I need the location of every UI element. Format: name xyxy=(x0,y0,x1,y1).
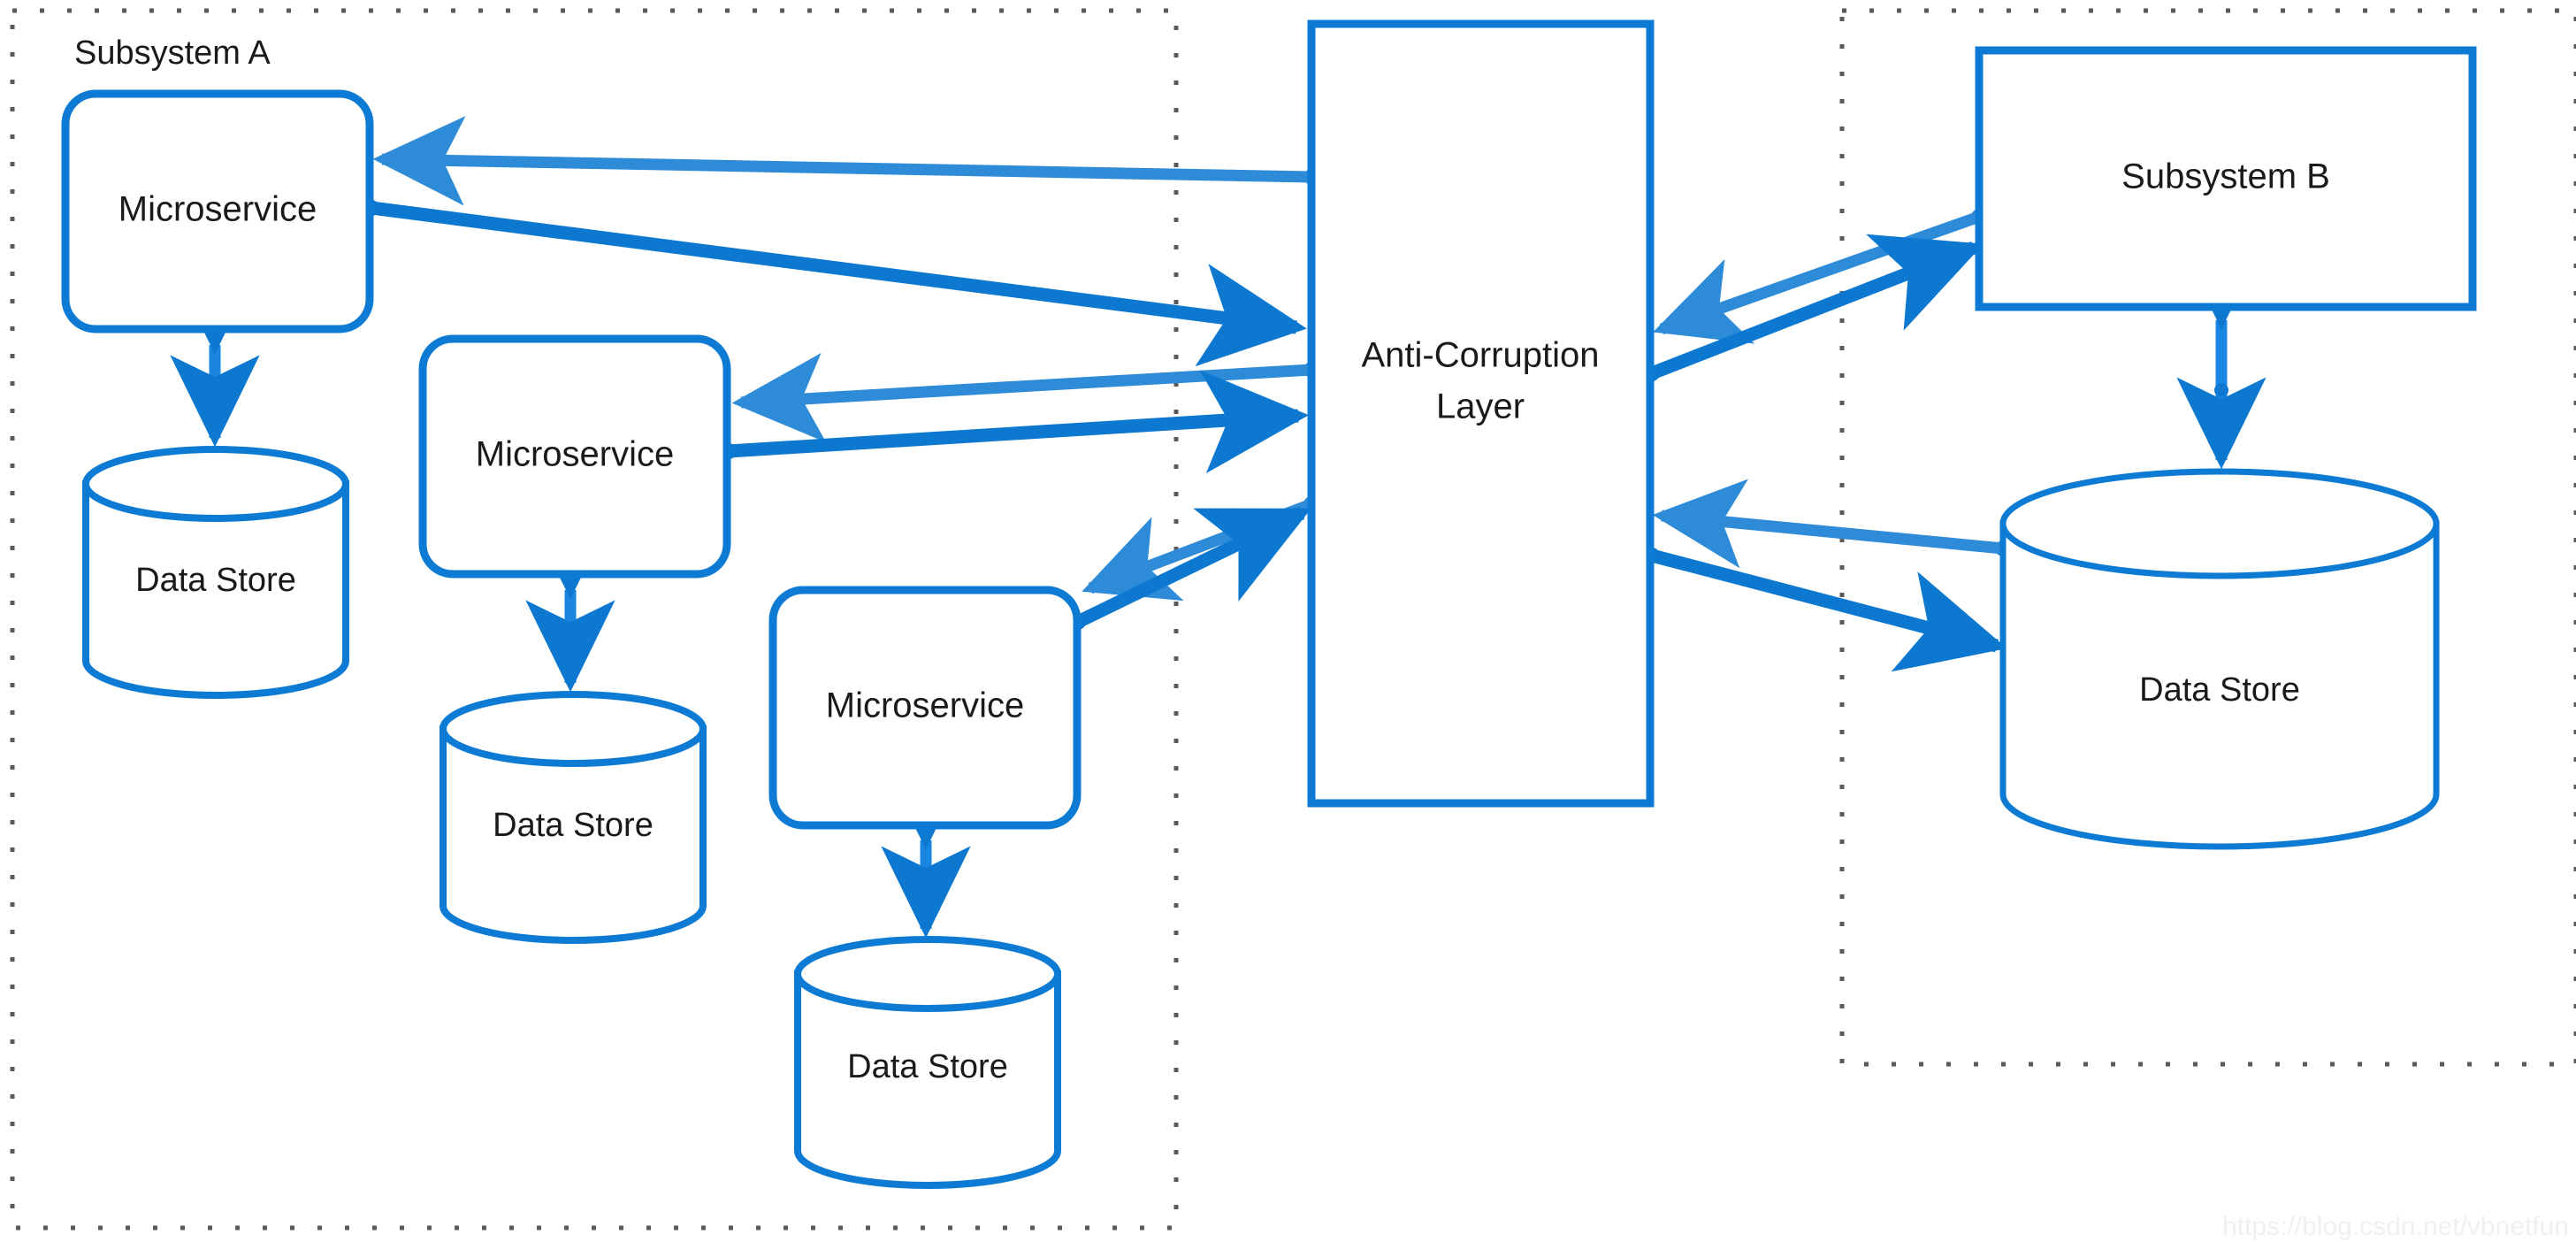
edge-subb-ds4-midpoint-dot xyxy=(2214,383,2228,397)
edge-acl-to-microservice-2[interactable] xyxy=(731,353,1319,443)
anti-corruption-layer-label-line2: Layer xyxy=(1436,387,1525,426)
edge-ms2-ds2-midpoint-dot xyxy=(563,629,577,643)
microservice-3-label: Microservice xyxy=(826,686,1024,725)
edge-acl-to-subb-line[interactable] xyxy=(1649,234,1984,380)
data-store-1-top-ellipse xyxy=(82,446,349,522)
edge-data-store-4-to-acl[interactable] xyxy=(1652,479,2011,569)
microservice-2-shape[interactable] xyxy=(418,334,731,579)
node-data-store-2[interactable]: Data Store xyxy=(440,691,707,944)
edge-microservice-2-data-store-2[interactable] xyxy=(525,507,615,693)
node-microservice-3[interactable]: Microservice xyxy=(768,586,1082,830)
data-store-4-body[interactable] xyxy=(1999,520,2440,850)
edge-ms1-to-acl-line[interactable] xyxy=(371,201,1307,367)
anti-corruption-layer-shape[interactable] xyxy=(1307,19,1655,808)
subsystem-a-boundary: Subsystem A xyxy=(10,8,1179,1230)
edge-acl-to-microservice-3[interactable] xyxy=(1082,496,1319,602)
data-store-1-body[interactable] xyxy=(82,480,349,699)
subsystem-b-shape[interactable] xyxy=(1975,46,2477,311)
data-store-4-top-ellipse xyxy=(1999,468,2440,579)
node-data-store-1[interactable]: Data Store xyxy=(82,446,349,699)
edge-subsystem-b-data-store-4[interactable] xyxy=(2176,237,2266,470)
edge-microservice-3-to-acl[interactable] xyxy=(1070,507,1311,630)
node-anti-corruption-layer[interactable]: Anti-Corruption Layer xyxy=(1307,19,1655,808)
data-store-2-label: Data Store xyxy=(493,807,654,844)
node-data-store-3[interactable]: Data Store xyxy=(794,936,1061,1189)
subsystem-a-label: Subsystem A xyxy=(74,34,271,72)
node-microservice-2[interactable]: Microservice xyxy=(418,334,731,579)
node-subsystem-b[interactable]: Subsystem B xyxy=(1975,46,2477,311)
data-store-4-label: Data Store xyxy=(2139,671,2300,709)
data-store-2-top-ellipse xyxy=(440,691,707,767)
edge-microservice-1-data-store-1[interactable] xyxy=(170,262,260,448)
edge-acl-to-ms2-line[interactable] xyxy=(731,353,1312,443)
data-store-3-body[interactable] xyxy=(794,970,1061,1189)
data-store-1-label: Data Store xyxy=(135,562,296,599)
microservice-2-label: Microservice xyxy=(476,435,674,474)
edge-microservice-3-data-store-3[interactable] xyxy=(881,757,971,939)
edge-ms1-ds1-midpoint-dot xyxy=(208,384,222,398)
edge-acl-to-microservice-1[interactable] xyxy=(372,116,1319,206)
data-store-3-label: Data Store xyxy=(847,1048,1008,1085)
subsystem-b-label: Subsystem B xyxy=(2121,157,2330,196)
edge-acl-to-ms1-line[interactable] xyxy=(372,116,1312,206)
edge-acl-to-ms3-line[interactable] xyxy=(1082,498,1314,602)
data-store-2-body[interactable] xyxy=(440,725,707,944)
subsystem-a-boundary-rect xyxy=(10,8,1179,1230)
data-store-3-top-ellipse xyxy=(794,936,1061,1012)
edge-acl-to-data-store-4[interactable] xyxy=(1644,548,2007,672)
microservice-1-shape[interactable] xyxy=(61,89,374,334)
anti-corruption-layer-label-line1: Anti-Corruption xyxy=(1361,336,1599,375)
microservice-3-shape[interactable] xyxy=(768,586,1082,830)
microservice-1-label: Microservice xyxy=(118,190,317,229)
node-data-store-4[interactable]: Data Store xyxy=(1999,468,2440,850)
edge-ms2-to-acl-line[interactable] xyxy=(728,370,1309,474)
edge-ds4-to-acl-line[interactable] xyxy=(1652,479,2004,569)
node-microservice-1[interactable]: Microservice xyxy=(61,89,374,334)
edge-microservice-2-to-acl[interactable] xyxy=(721,370,1309,474)
edge-acl-to-ds4-line[interactable] xyxy=(1650,548,2007,672)
edge-ms3-to-acl-line[interactable] xyxy=(1074,507,1311,628)
edge-microservice-1-to-acl[interactable] xyxy=(363,200,1307,367)
edge-ms3-ds3-midpoint-dot xyxy=(919,878,933,892)
watermark-text: https://blog.csdn.net/vbnetfun xyxy=(2222,1212,2569,1241)
